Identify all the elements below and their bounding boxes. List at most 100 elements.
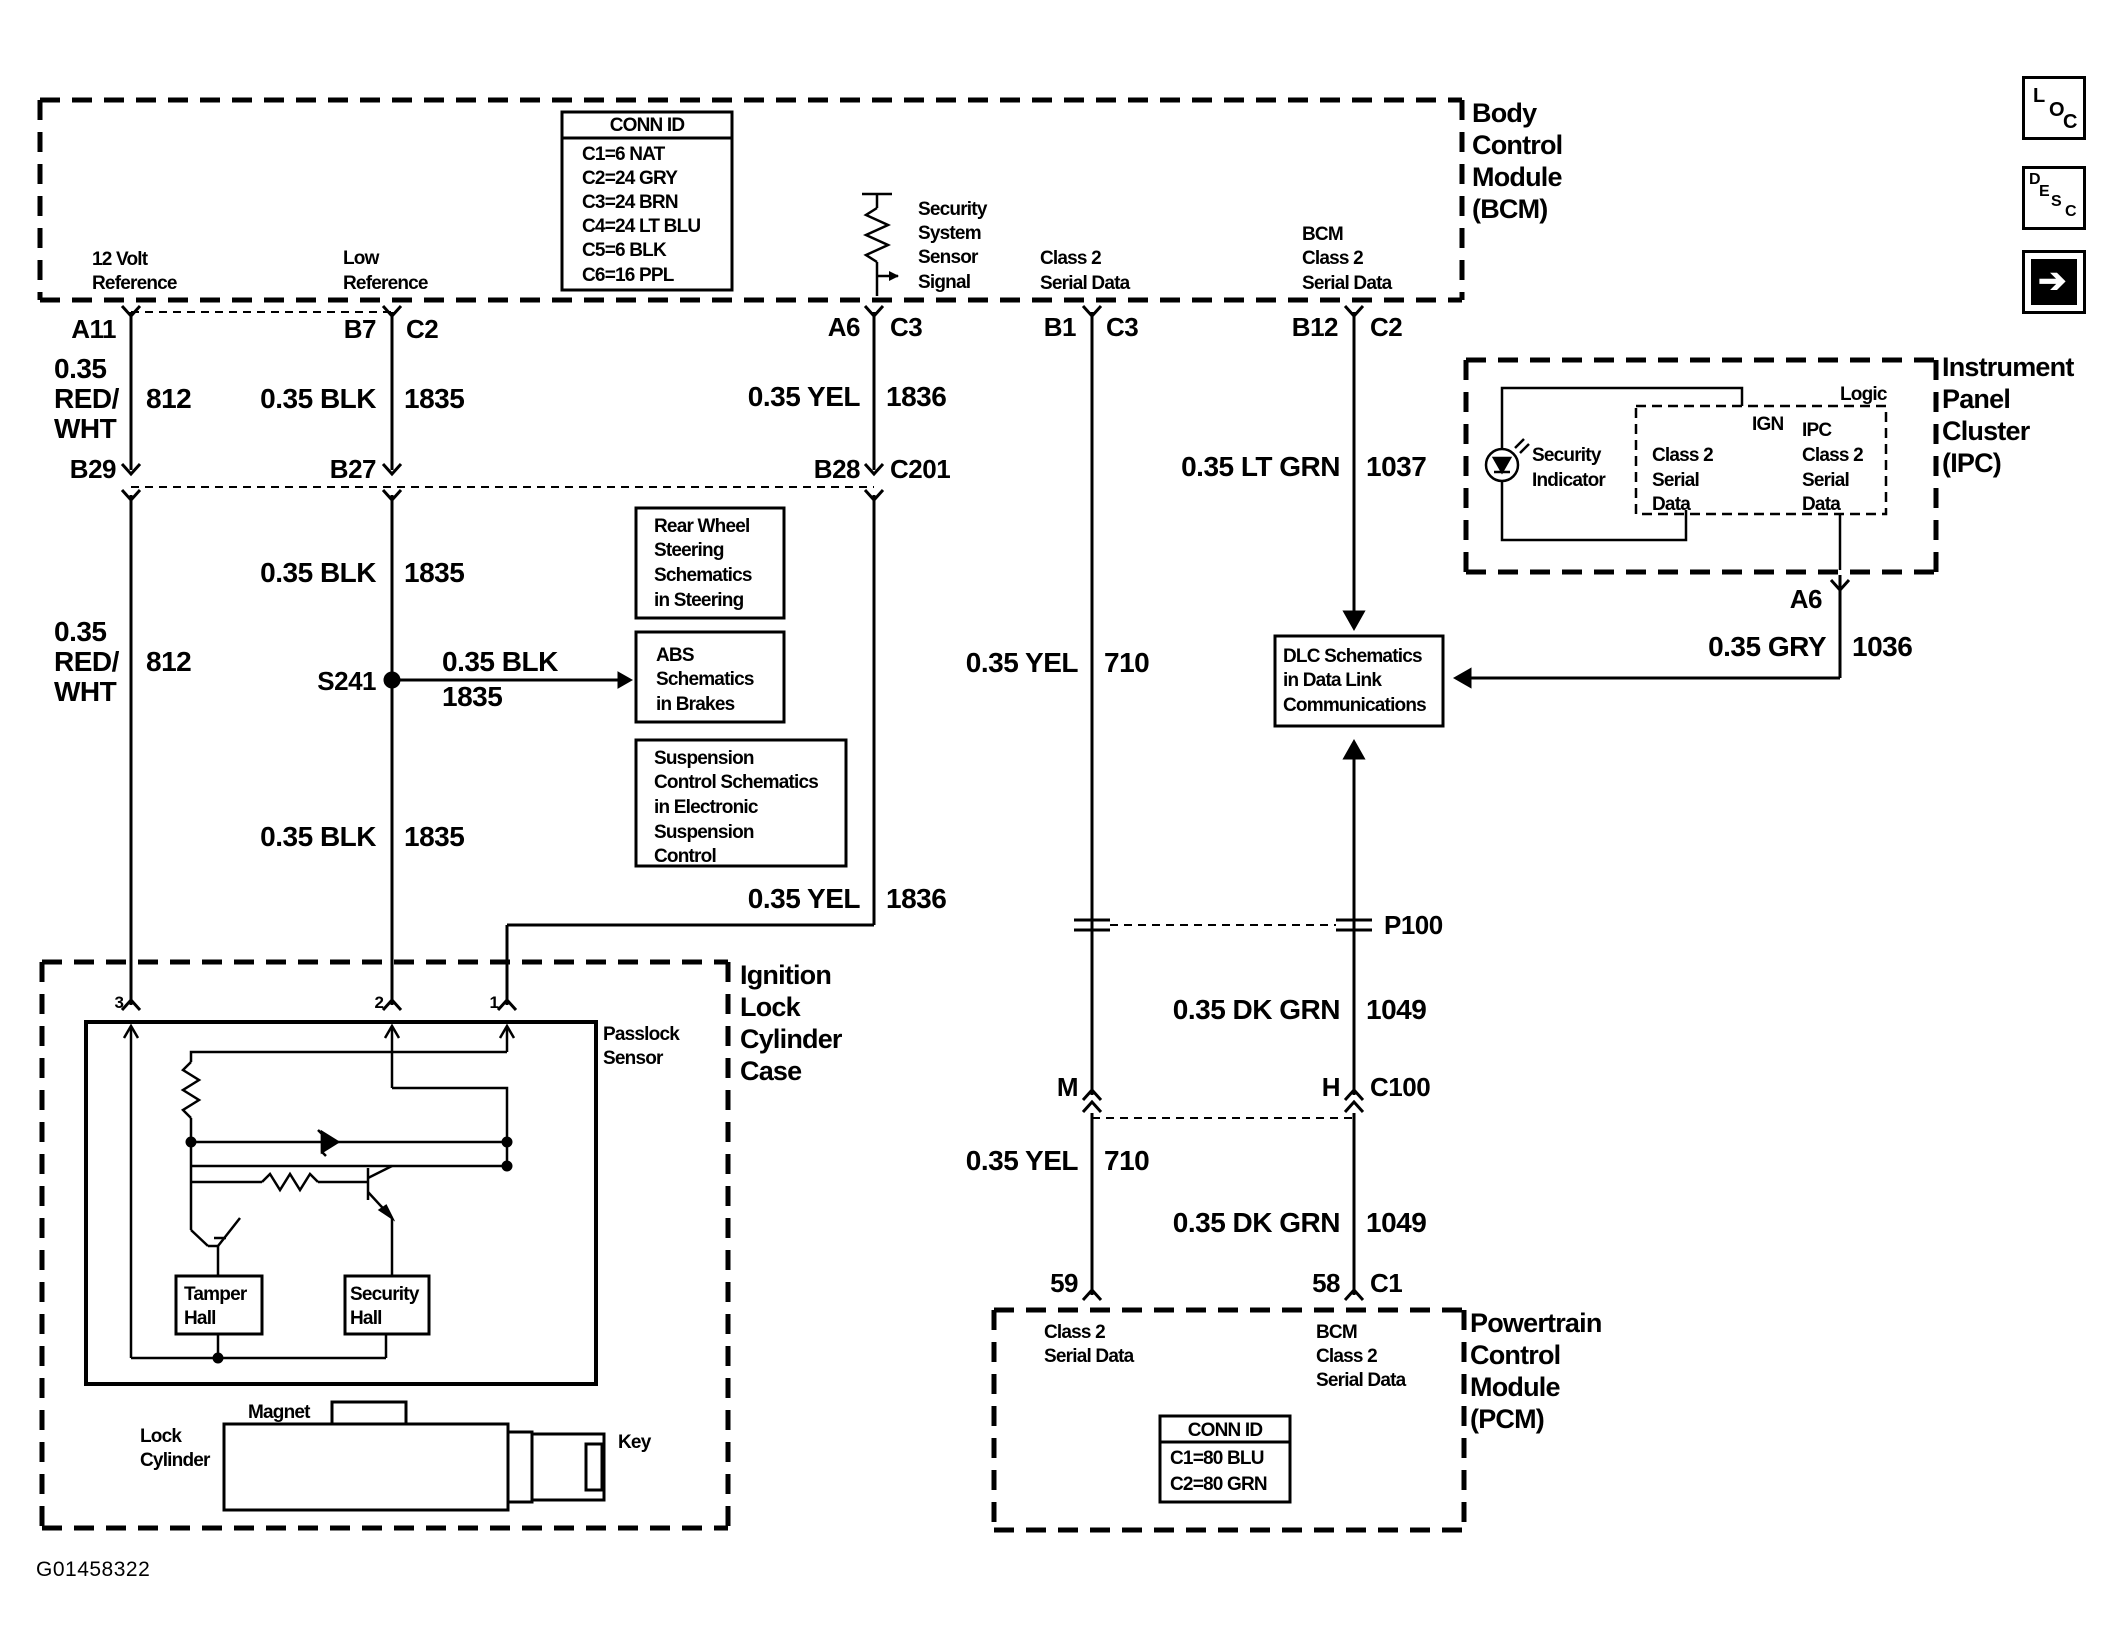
pin-b7: B7 (344, 314, 376, 344)
rws-ref-text: Schematics (654, 565, 752, 586)
wire-812-gauge: 0.35 (54, 353, 107, 384)
susp-ref-text: Suspension (654, 822, 754, 843)
ipc-class2-left: Serial (1652, 470, 1699, 491)
security-indicator-label: Indicator (1532, 470, 1606, 491)
pin-c3: C3 (890, 312, 922, 342)
wire-812-gauge: 0.35 (54, 616, 107, 647)
label-security-signal: Signal (918, 272, 970, 293)
wire-1835-gauge: 0.35 BLK (260, 383, 376, 414)
security-hall-label: Hall (350, 1308, 382, 1329)
wire-812 (120, 304, 142, 1012)
pcm-box (991, 1307, 1467, 1533)
arrow-glyph: ➔ (2038, 262, 2067, 300)
svg-text:Control: Control (1470, 1340, 1560, 1370)
bcm-conn-id-row: C3=24 BRN (582, 192, 678, 213)
label-bcm-class2: Serial Data (1302, 273, 1393, 294)
pin-b12: B12 (1292, 312, 1338, 342)
pcm-bcm-class2-label: BCM (1316, 1322, 1357, 1343)
wire-812-gauge: WHT (54, 676, 117, 707)
svg-text:Powertrain: Powertrain (1470, 1308, 1602, 1338)
wire-1836 (496, 304, 885, 1012)
pin-b29: B29 (70, 454, 116, 484)
label-security-signal: Sensor (918, 247, 979, 268)
location-button[interactable]: L O C (2022, 76, 2086, 140)
pin-b1: B1 (1044, 312, 1076, 342)
passlock-sensor-label: Passlock (603, 1024, 680, 1045)
pin-b28: B28 (814, 454, 860, 484)
wire-1835 (381, 304, 403, 1012)
pin-m: M (1057, 1072, 1078, 1102)
susp-ref-text: Control (654, 846, 716, 867)
passlock-sensor-circuit (122, 1023, 516, 1360)
desc-letter: E (2039, 183, 2050, 200)
wire-1835-num: 1835 (404, 557, 464, 588)
connector-c100: C100 (1370, 1072, 1430, 1102)
svg-text:Instrument: Instrument (1942, 352, 2074, 382)
label-bcm-class2: Class 2 (1302, 248, 1363, 269)
pcm-bcm-class2-label: Serial Data (1316, 1370, 1407, 1391)
pin-c2: C2 (1370, 312, 1402, 342)
label-12v-ref: 12 Volt (92, 249, 149, 270)
ipc-class2-right: Class 2 (1802, 445, 1863, 466)
pcm-conn-id-row: C1=80 BLU (1170, 1448, 1264, 1469)
lock-cylinder-label: Cylinder (140, 1450, 211, 1471)
ilc-name: Ignition Lock Cylinder Case (740, 960, 844, 1086)
ipc-class2-right: Data (1802, 494, 1841, 515)
pcm-conn-id-title: CONN ID (1188, 1420, 1263, 1441)
wire-1836-num: 1836 (886, 381, 946, 412)
bcm-conn-id-row: C2=24 GRY (582, 168, 678, 189)
wire-1037-num: 1037 (1366, 451, 1426, 482)
passlock-sensor-label: Sensor (603, 1048, 664, 1069)
svg-text:(IPC): (IPC) (1942, 448, 2001, 478)
wire-1835-branch-num: 1835 (442, 681, 502, 712)
security-indicator-label: Security (1532, 445, 1602, 466)
wire-1036-num: 1036 (1852, 631, 1912, 662)
wire-1835-branch-gauge: 0.35 BLK (442, 646, 558, 677)
wire-1049-num: 1049 (1366, 1207, 1426, 1238)
wire-812-gauge: RED/ (54, 646, 120, 677)
dlc-ref-text: in Data Link (1283, 670, 1382, 691)
ipc-class2-left: Class 2 (1652, 445, 1713, 466)
svg-text:Panel: Panel (1942, 384, 2010, 414)
bcm-conn-id-row: C4=24 LT BLU (582, 216, 700, 237)
svg-text:Ignition: Ignition (740, 960, 831, 990)
lock-cylinder-label: Lock (140, 1426, 182, 1447)
label-class2-data: Serial Data (1040, 273, 1131, 294)
dlc-ref-box (1273, 634, 1445, 728)
rws-ref-box (634, 506, 786, 620)
bcm-conn-id-row: C1=6 NAT (582, 144, 666, 165)
susp-ref-box (634, 738, 848, 868)
ipc-name: Instrument Panel Cluster (IPC) (1942, 352, 2075, 478)
loc-letter: L (2033, 85, 2046, 107)
connector-p100: P100 (1384, 910, 1443, 940)
loc-letter: O (2049, 99, 2065, 121)
pin-ilc-3: 3 (115, 993, 124, 1012)
splice-s241-label: S241 (317, 666, 376, 696)
label-class2-data: Class 2 (1040, 248, 1101, 269)
svg-text:Control: Control (1472, 130, 1562, 160)
label-security-signal: Security (918, 199, 988, 220)
ipc-logic-label: Logic (1840, 384, 1888, 405)
bcm-conn-id-box (560, 110, 734, 292)
svg-text:(BCM): (BCM) (1472, 194, 1547, 224)
description-button[interactable]: D E S C (2022, 166, 2086, 230)
svg-text:Cylinder: Cylinder (740, 1024, 843, 1054)
security-sensor-resistor (862, 192, 899, 296)
pin-ipc-a6: A6 (1790, 584, 1822, 614)
next-arrow-button[interactable]: ➔ (2022, 250, 2086, 314)
ipc-class2-right: Serial (1802, 470, 1849, 491)
wire-1836-gauge: 0.35 YEL (748, 381, 861, 412)
desc-letter: D (2029, 171, 2041, 188)
pcm-conn-id-box (1158, 1414, 1292, 1504)
wire-1049-num: 1049 (1366, 994, 1426, 1025)
ipc-ign-label: IGN (1752, 414, 1783, 435)
svg-text:Lock: Lock (740, 992, 802, 1022)
susp-ref-text: Suspension (654, 748, 754, 769)
label-low-ref: Reference (343, 273, 428, 294)
bcm-box (37, 97, 1465, 303)
susp-ref-text: Control Schematics (654, 772, 818, 793)
wire-812-num: 812 (146, 646, 191, 677)
pin-58: 58 (1312, 1268, 1340, 1298)
wire-710-num: 710 (1104, 647, 1149, 678)
